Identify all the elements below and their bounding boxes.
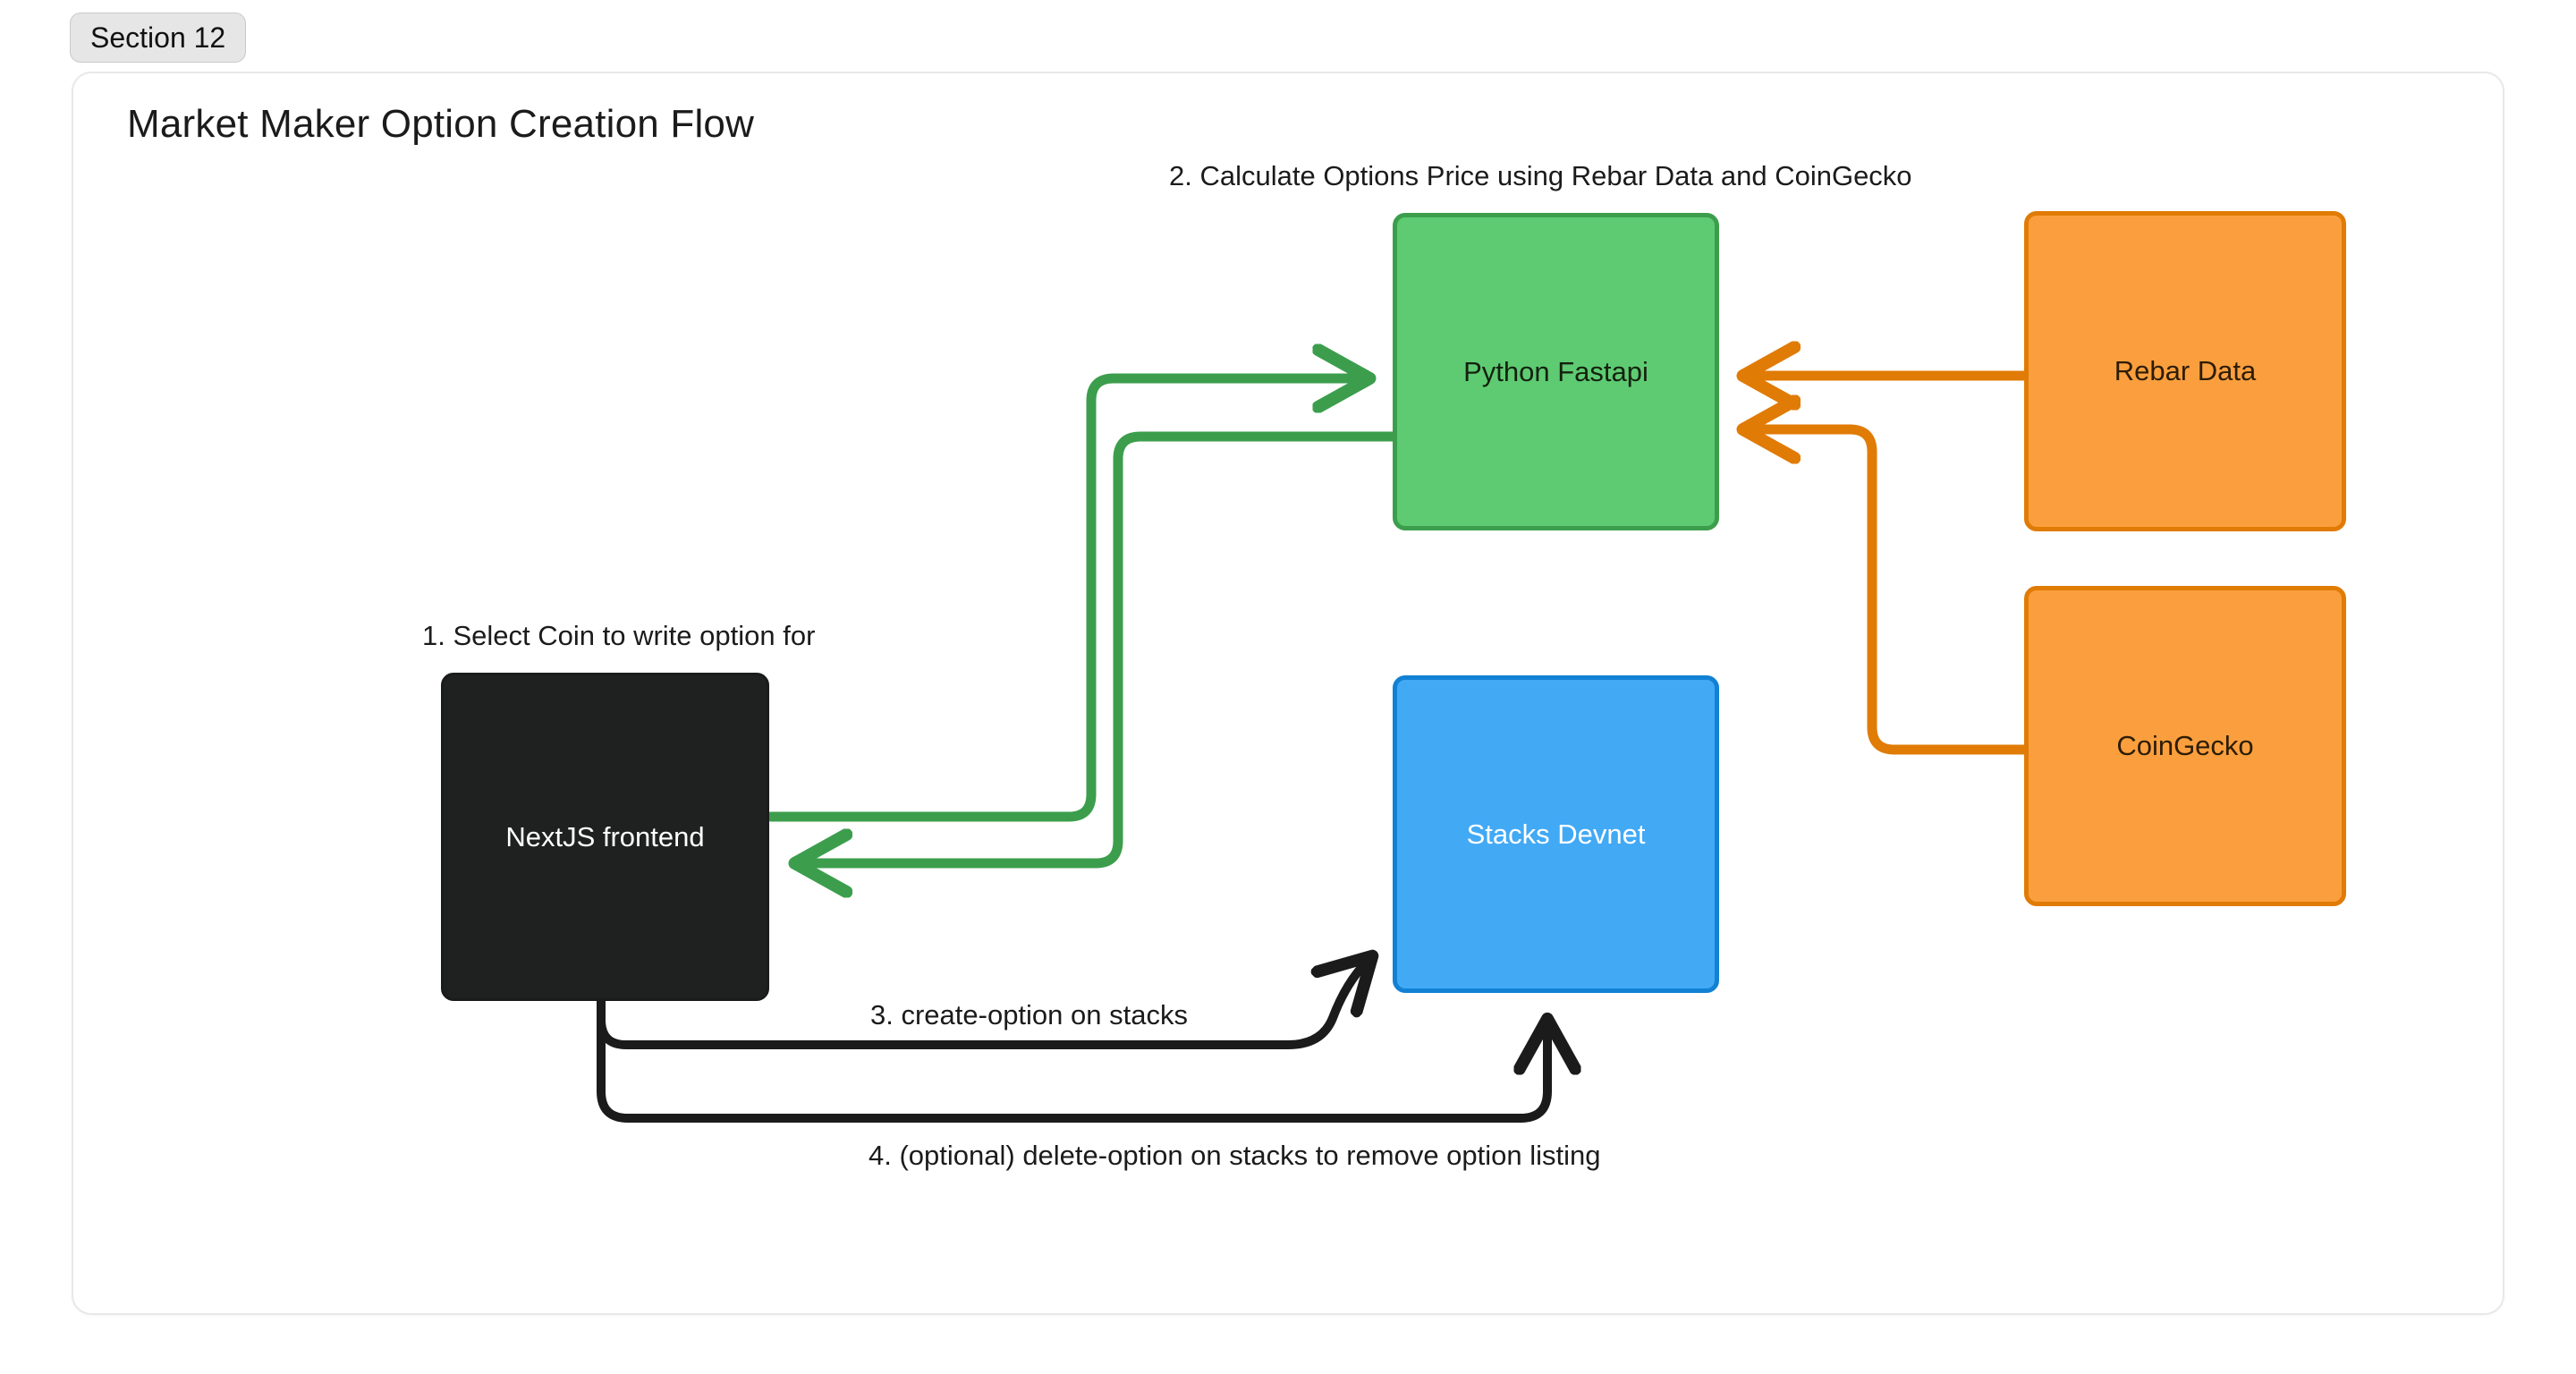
node-coingecko[interactable]: CoinGecko: [2024, 586, 2346, 906]
edge-coingecko-to-fastapi: [1749, 429, 2029, 755]
edge-label-step-4: 4. (optional) delete-option on stacks to…: [869, 1140, 1601, 1171]
edge-label-step-3: 3. create-option on stacks: [870, 999, 1188, 1030]
edge-label-step-1: 1. Select Coin to write option for: [422, 620, 816, 651]
node-stacks-devnet-label: Stacks Devnet: [1466, 818, 1646, 850]
edge-nextjs-to-stacks-delete: [597, 997, 1547, 1123]
edge-nextjs-to-fastapi: [766, 378, 1364, 822]
page-title: Market Maker Option Creation Flow: [127, 102, 755, 146]
node-stacks-devnet[interactable]: Stacks Devnet: [1393, 675, 1719, 993]
node-python-fastapi-label: Python Fastapi: [1463, 355, 1648, 387]
edge-fastapi-to-nextjs: [801, 431, 1398, 863]
edge-label-step-2: 2. Calculate Options Price using Rebar D…: [1169, 160, 1912, 191]
node-rebar-data[interactable]: Rebar Data: [2024, 211, 2346, 531]
edge-nextjs-to-stacks-create: [597, 960, 1368, 1049]
node-coingecko-label: CoinGecko: [2116, 730, 2254, 762]
section-badge[interactable]: Section 12: [70, 13, 247, 63]
node-python-fastapi[interactable]: Python Fastapi: [1393, 213, 1719, 530]
node-nextjs-frontend-label: NextJS frontend: [505, 820, 705, 852]
node-nextjs-frontend[interactable]: NextJS frontend: [441, 673, 769, 1001]
node-rebar-data-label: Rebar Data: [2114, 355, 2257, 387]
